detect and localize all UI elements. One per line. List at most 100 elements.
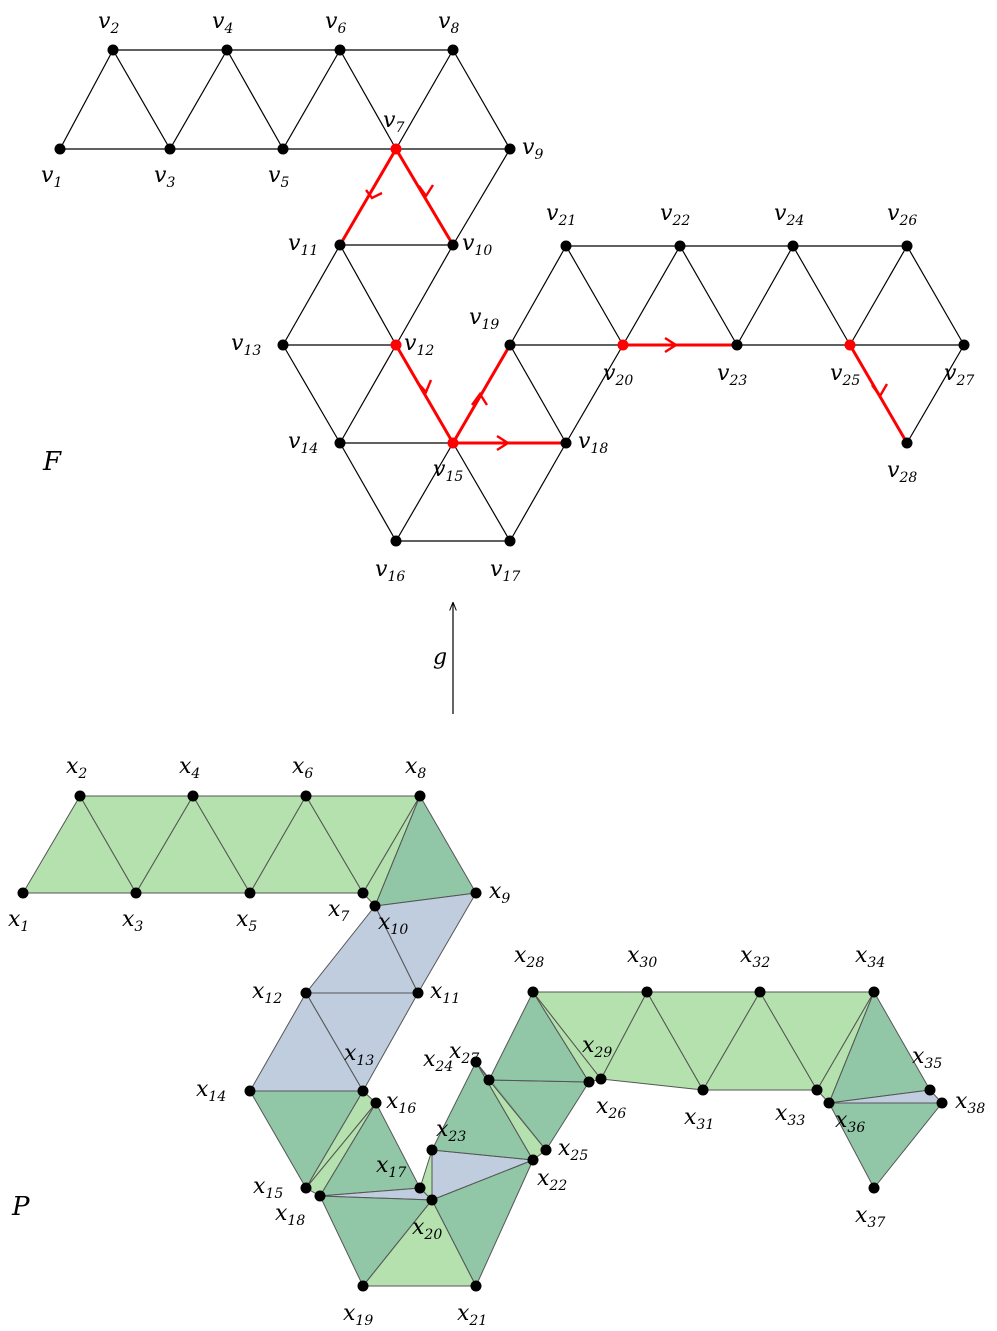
- label-x34: x34: [855, 943, 885, 971]
- label-v6: v6: [325, 9, 346, 37]
- label-x11: x11: [430, 979, 460, 1007]
- node-v14: [334, 437, 346, 449]
- node-v19: [504, 339, 516, 351]
- node-x6: [300, 790, 312, 802]
- node-x11: [412, 987, 424, 999]
- node-v11: [334, 239, 346, 251]
- node-x38: [936, 1097, 948, 1109]
- label-x3: x3: [122, 907, 143, 935]
- node-v4: [221, 44, 233, 56]
- node-x21: [470, 1280, 482, 1292]
- node-x32: [754, 986, 766, 998]
- node-x29: [595, 1073, 607, 1085]
- complex-F: v1 v2 v3 v4 v5 v6 v7 v8 v9 v10 v11 v12 v…: [41, 9, 974, 585]
- node-v1: [54, 143, 66, 155]
- P-nodes: [17, 790, 948, 1292]
- node-v20: [617, 339, 629, 351]
- node-x33: [811, 1084, 823, 1096]
- node-v28: [901, 437, 913, 449]
- label-v3: v3: [154, 163, 175, 191]
- label-v11: v11: [288, 231, 318, 259]
- node-x4: [187, 790, 199, 802]
- node-v9: [504, 143, 516, 155]
- node-x8: [414, 790, 426, 802]
- P-faces: [22, 794, 944, 1288]
- node-x35: [924, 1084, 936, 1096]
- node-v8: [447, 44, 459, 56]
- node-x30: [641, 986, 653, 998]
- node-v5: [277, 143, 289, 155]
- node-v17: [504, 535, 516, 547]
- map-label-g: g: [433, 645, 447, 670]
- label-v28: v28: [887, 458, 917, 486]
- label-v1: v1: [41, 163, 62, 191]
- label-x18: x18: [275, 1201, 305, 1229]
- node-x5: [244, 887, 256, 899]
- label-v4: v4: [212, 9, 233, 37]
- node-v7: [390, 143, 402, 155]
- F-labels: v1 v2 v3 v4 v5 v6 v7 v8 v9 v10 v11 v12 v…: [41, 9, 974, 585]
- node-v12: [390, 339, 402, 351]
- node-x7: [357, 887, 369, 899]
- label-v25: v25: [830, 361, 860, 389]
- node-x12: [300, 987, 312, 999]
- label-x15: x15: [253, 1174, 283, 1202]
- label-x32: x32: [740, 943, 770, 971]
- node-v26: [901, 240, 913, 252]
- label-v22: v22: [660, 201, 690, 229]
- label-x2: x2: [66, 754, 87, 782]
- node-x9: [470, 887, 482, 899]
- node-x16: [370, 1097, 382, 1109]
- node-v23: [731, 339, 743, 351]
- label-x27: x27: [449, 1039, 479, 1067]
- label-v23: v23: [717, 361, 747, 389]
- node-x17: [414, 1182, 426, 1194]
- label-v24: v24: [774, 201, 804, 229]
- node-x13: [357, 1085, 369, 1097]
- label-x33: x33: [775, 1101, 805, 1129]
- node-v21: [560, 240, 572, 252]
- label-v5: v5: [268, 163, 289, 191]
- label-v17: v17: [490, 557, 520, 585]
- node-x2: [74, 790, 86, 802]
- node-x24: [470, 1056, 482, 1068]
- label-x16: x16: [386, 1089, 416, 1117]
- label-v16: v16: [375, 557, 405, 585]
- label-x35: x35: [912, 1044, 942, 1072]
- label-x22: x22: [537, 1166, 567, 1194]
- node-v3: [164, 143, 176, 155]
- label-x5: x5: [236, 907, 257, 935]
- node-x18: [314, 1190, 326, 1202]
- map-arrow: g: [433, 603, 453, 714]
- label-v9: v9: [522, 135, 543, 163]
- node-x28: [527, 986, 539, 998]
- label-v7: v7: [383, 108, 404, 136]
- node-x23: [426, 1144, 438, 1156]
- label-x26: x26: [596, 1094, 626, 1122]
- label-x9: x9: [489, 879, 510, 907]
- node-x27: [483, 1074, 495, 1086]
- node-v18: [560, 437, 572, 449]
- node-x34: [868, 986, 880, 998]
- label-x36: x36: [835, 1108, 865, 1136]
- label-x4: x4: [179, 754, 200, 782]
- label-x19: x19: [343, 1301, 373, 1329]
- label-v2: v2: [98, 9, 119, 37]
- label-x21: x21: [457, 1301, 487, 1329]
- label-x7: x7: [328, 897, 349, 925]
- node-x25: [540, 1144, 552, 1156]
- label-v8: v8: [438, 9, 459, 37]
- F-red-path: [338, 148, 909, 452]
- node-x3: [130, 887, 142, 899]
- label-x1: x1: [8, 907, 29, 935]
- label-v19: v19: [469, 305, 499, 333]
- node-x19: [357, 1280, 369, 1292]
- label-v21: v21: [546, 201, 576, 229]
- node-x10: [369, 900, 381, 912]
- label-v18: v18: [578, 429, 608, 457]
- label-P: P: [11, 1192, 30, 1222]
- node-x22: [527, 1154, 539, 1166]
- node-v22: [674, 240, 686, 252]
- node-v24: [787, 240, 799, 252]
